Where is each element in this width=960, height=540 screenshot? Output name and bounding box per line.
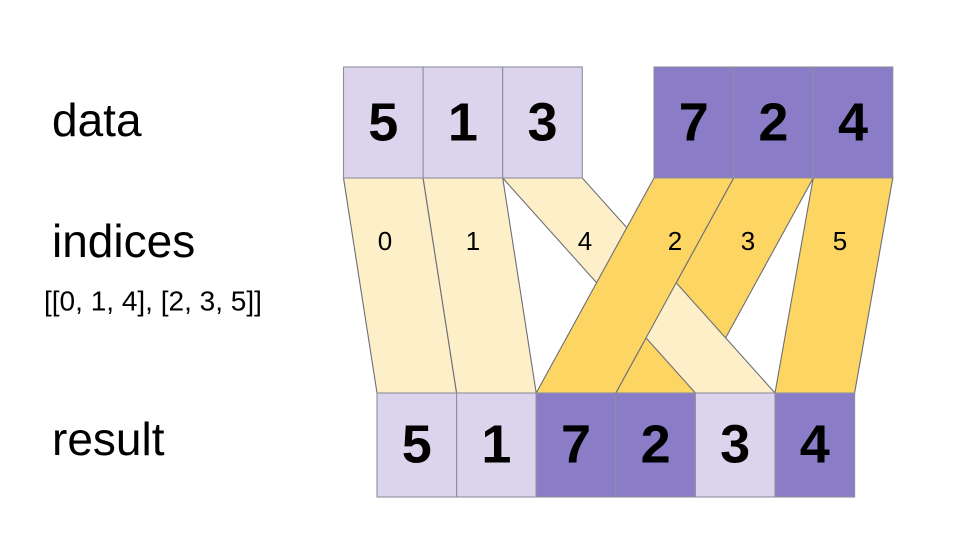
row-label-data: data xyxy=(52,94,142,146)
data-cell-3[interactable] xyxy=(653,66,735,179)
result-cell-value-5: 4 xyxy=(800,414,830,474)
index-label-3: 2 xyxy=(668,226,682,256)
result-cell-value-0: 5 xyxy=(402,414,432,474)
result-cell-2[interactable] xyxy=(535,392,617,498)
data-cell-value-3: 7 xyxy=(679,92,709,152)
result-cell-value-2: 7 xyxy=(561,414,591,474)
row-label-result: result xyxy=(52,413,165,465)
ribbon-layer xyxy=(342,177,894,394)
row-label-layer: data indices [[0, 1, 4], [2, 3, 5]] resu… xyxy=(44,94,262,465)
data-cell-1[interactable] xyxy=(422,66,504,179)
data-cell-value-1: 1 xyxy=(448,92,478,152)
row-label-indices: indices xyxy=(52,215,195,267)
index-label-layer: 0 1 4 2 3 5 xyxy=(378,226,847,256)
result-cell-value-3: 2 xyxy=(641,414,671,474)
result-cell-1[interactable] xyxy=(456,392,537,498)
index-label-0: 0 xyxy=(378,226,392,256)
result-cell-value-4: 3 xyxy=(720,414,750,474)
result-cell-value-1: 1 xyxy=(481,414,511,474)
data-cell-2[interactable] xyxy=(502,66,583,179)
data-cell-value-5: 4 xyxy=(838,92,868,152)
index-label-2: 4 xyxy=(578,226,592,256)
data-cell-5[interactable] xyxy=(812,66,894,179)
result-cell-5[interactable] xyxy=(774,392,856,498)
result-row: 5 1 7 2 3 4 xyxy=(376,392,856,498)
index-label-5: 5 xyxy=(833,226,847,256)
data-cell-0[interactable] xyxy=(342,66,424,179)
index-label-4: 3 xyxy=(741,226,755,256)
data-cell-value-2: 3 xyxy=(527,92,557,152)
row-sublabel-indices: [[0, 1, 4], [2, 3, 5]] xyxy=(44,285,262,316)
index-label-1: 1 xyxy=(466,226,480,256)
result-cell-0[interactable] xyxy=(376,392,458,498)
data-row: 5 1 3 7 2 4 xyxy=(342,66,894,179)
data-cell-value-4: 2 xyxy=(758,92,788,152)
result-cell-4[interactable] xyxy=(694,392,776,498)
data-cell-value-0: 5 xyxy=(368,92,398,152)
result-cell-3[interactable] xyxy=(615,392,696,498)
